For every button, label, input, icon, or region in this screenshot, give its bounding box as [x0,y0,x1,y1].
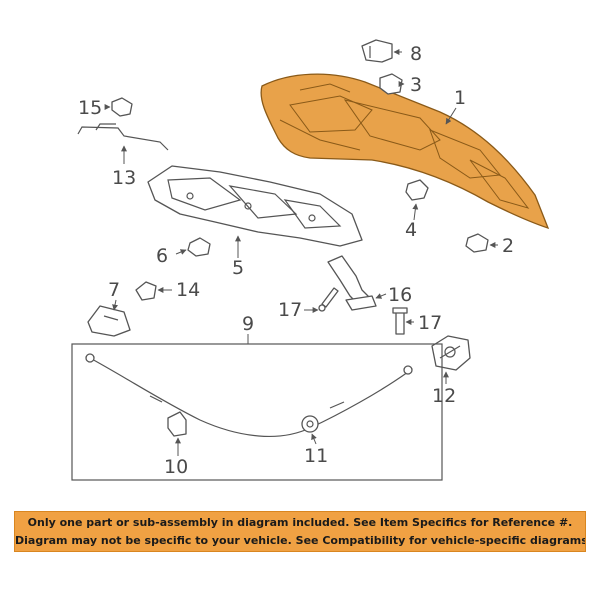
hood-bracket[interactable] [361,39,393,63]
callout-5: 5 [232,257,244,279]
hood-hinge[interactable] [327,255,377,311]
hood-bumper[interactable] [379,73,403,95]
prop-rod-clip[interactable] [111,97,133,117]
callout-2: 2 [502,235,514,257]
release-cable-assembly[interactable] [71,343,443,481]
striker-bracket[interactable] [87,305,131,337]
callout-8: 8 [410,43,422,65]
hinge-bolt-right[interactable] [392,307,408,335]
callout-11: 11 [304,445,328,467]
disclaimer-line-2: Diagram may not be specific to your vehi… [15,534,586,547]
callout-12: 12 [432,385,456,407]
callout-9: 9 [242,313,254,335]
hood-stop[interactable] [405,179,429,201]
hood-panel[interactable] [260,73,550,230]
callout-15: 15 [78,97,102,119]
callout-14: 14 [176,279,200,301]
callout-6: 6 [156,245,168,267]
disclaimer-banner: Only one part or sub-assembly in diagram… [14,511,586,552]
callout-17-right: 17 [418,312,442,334]
disclaimer-line-1: Only one part or sub-assembly in diagram… [27,516,573,529]
hood-clip[interactable] [465,233,489,253]
hinge-bolt-left[interactable] [318,287,339,312]
callout-1: 1 [454,87,466,109]
callout-7: 7 [108,279,120,301]
latch-clip[interactable] [135,281,157,301]
cable-grommet[interactable] [301,415,319,433]
insulator-retainer[interactable] [187,237,211,257]
hood-insulator[interactable] [147,165,363,247]
callout-17-left: 17 [278,299,302,321]
callout-10: 10 [164,456,188,478]
callout-16: 16 [388,284,412,306]
hood-latch[interactable] [431,335,471,371]
release-handle[interactable] [167,411,187,437]
callout-13: 13 [112,167,136,189]
callout-4: 4 [405,219,417,241]
leader-lines [104,49,498,456]
callout-3: 3 [410,74,422,96]
prop-rod[interactable] [77,123,169,151]
